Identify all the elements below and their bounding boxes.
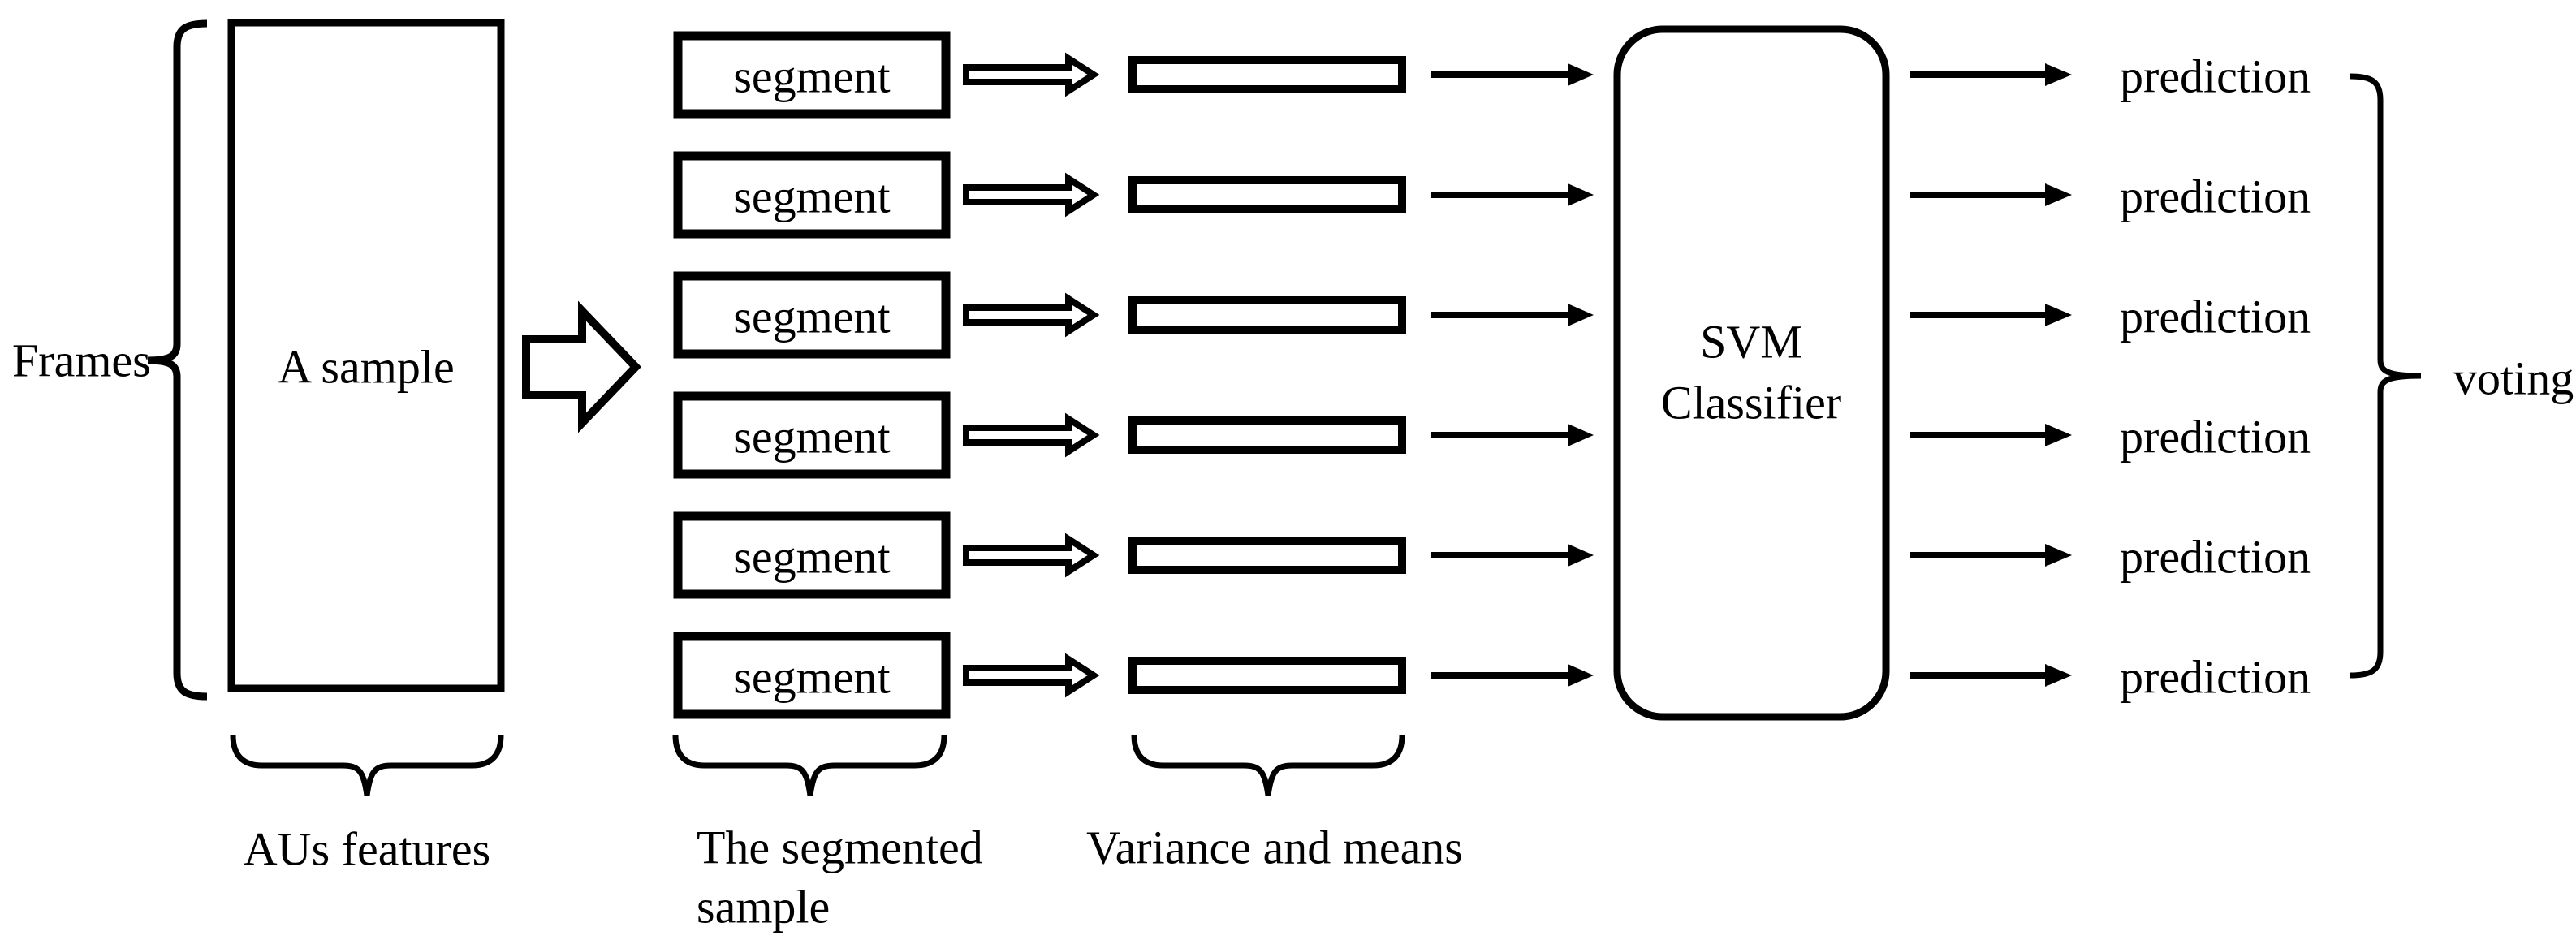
feature-bar: [1128, 296, 1406, 334]
feature-bar: [1128, 537, 1406, 574]
segment-box: [673, 31, 951, 119]
prediction-label: prediction: [2120, 531, 2311, 584]
output-arrowhead-icon: [2045, 63, 2072, 86]
feature-bar: [1128, 416, 1406, 454]
to-classifier-arrowhead-icon: [1568, 183, 1594, 206]
sample-box: [227, 19, 505, 692]
segment-box: [673, 391, 951, 479]
to-classifier-arrowhead-icon: [1568, 63, 1594, 86]
caption-variance-means: Variance and means: [1086, 821, 1463, 874]
to-classifier-arrowhead-icon: [1568, 664, 1594, 687]
double-arrow-icon: [963, 653, 1100, 698]
double-arrow-icon: [963, 292, 1100, 338]
output-arrowhead-icon: [2045, 304, 2072, 326]
frames-label: Frames: [12, 334, 151, 387]
underbrace-segments: [672, 735, 947, 796]
classifier-label-line2: Classifier: [1661, 377, 1841, 429]
double-arrow-icon: [963, 172, 1100, 218]
pipeline-row: segment prediction: [673, 391, 2311, 479]
underbrace-sample: [230, 735, 504, 796]
to-classifier-arrowhead-icon: [1568, 544, 1594, 567]
to-classifier-arrowhead-icon: [1568, 424, 1594, 446]
pipeline-row: segment prediction: [673, 271, 2311, 359]
output-arrowhead-icon: [2045, 664, 2072, 687]
caption-segmented-line1: The segmented: [697, 821, 983, 874]
feature-bar: [1128, 56, 1406, 93]
output-arrowhead-icon: [2045, 424, 2072, 446]
underbrace-bars: [1131, 735, 1405, 796]
caption-segmented-line2: sample: [697, 881, 830, 934]
feature-bar: [1128, 176, 1406, 213]
segment-label: segment: [733, 291, 890, 343]
prediction-label: prediction: [2120, 291, 2311, 343]
to-classifier-arrowhead-icon: [1568, 304, 1594, 326]
segment-label: segment: [733, 651, 890, 704]
segment-box: [673, 511, 951, 599]
pipeline-row: segment prediction: [673, 511, 2311, 599]
segment-label: segment: [733, 531, 890, 584]
prediction-label: prediction: [2120, 50, 2311, 103]
voting-bracket: [2349, 73, 2422, 679]
prediction-label: prediction: [2120, 170, 2311, 223]
block-arrow-icon: [522, 300, 641, 433]
segment-box: [673, 151, 951, 239]
caption-aus-features: AUs features: [244, 823, 490, 876]
prediction-label: prediction: [2120, 411, 2311, 464]
segment-box: [673, 271, 951, 359]
classifier-label-line1: SVM: [1700, 316, 1802, 369]
pipeline-row: segment prediction: [673, 31, 2311, 119]
svm-classifier-box: [1613, 25, 1890, 721]
double-arrow-icon: [963, 533, 1100, 578]
double-arrow-icon: [963, 412, 1100, 458]
prediction-label: prediction: [2120, 651, 2311, 704]
frames-bracket: [147, 19, 208, 701]
sample-label: A sample: [278, 341, 454, 394]
pipeline-row: segment prediction: [673, 151, 2311, 239]
pipeline-row: segment prediction: [673, 632, 2311, 719]
segment-label: segment: [733, 170, 890, 223]
double-arrow-icon: [963, 52, 1100, 97]
output-arrowhead-icon: [2045, 544, 2072, 567]
segment-box: [673, 632, 951, 719]
segment-label: segment: [733, 411, 890, 464]
output-arrowhead-icon: [2045, 183, 2072, 206]
segment-label: segment: [733, 50, 890, 103]
voting-label: voting: [2453, 352, 2574, 405]
feature-bar: [1128, 657, 1406, 694]
